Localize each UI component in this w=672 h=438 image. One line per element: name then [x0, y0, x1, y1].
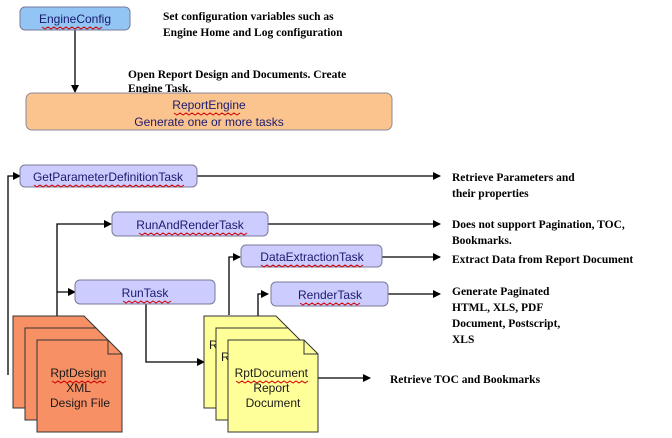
render-task-label: RenderTask: [298, 288, 363, 302]
document-fold: [303, 340, 318, 355]
rpt-design-label: RptDesign XML Design File: [50, 366, 110, 410]
connectors: [7, 30, 441, 382]
render-note: Generate Paginated HTML, XLS, PDF Docume…: [452, 286, 563, 346]
spellcheck-squiggle: [138, 232, 248, 236]
data-extraction-note: Extract Data from Report Document: [452, 254, 633, 266]
rpt-document-label: RptDocument Report Document: [235, 366, 312, 410]
spellcheck-squiggle: [235, 380, 309, 384]
document-shape: [36, 339, 123, 433]
rpt-design-document-stack[interactable]: RptDesign XML Design File: [12, 315, 123, 433]
run-and-render-note: Does not support Pagination, TOC, Bookma…: [452, 219, 628, 247]
report-engine-note: Open Report Design and Documents. Create…: [128, 69, 349, 95]
render-task-box[interactable]: RenderTask: [270, 281, 389, 307]
spellcheck-squiggle: [122, 300, 172, 304]
document-shape: [227, 339, 319, 433]
connector-to-run-and-render-task: [56, 220, 112, 328]
engine-config-label: EngineConfig: [39, 12, 111, 26]
run-and-render-task-label: RunAndRenderTask: [136, 218, 244, 232]
get-parameter-definition-task-label: GetParameterDefinitionTask: [33, 170, 184, 184]
spellcheck-squiggle: [33, 184, 185, 188]
report-engine-box[interactable]: ReportEngine Generate one or more tasks: [25, 92, 393, 131]
get-parameter-definition-task-box[interactable]: GetParameterDefinitionTask: [19, 164, 198, 188]
spellcheck-squiggle: [299, 302, 361, 306]
document-fold: [107, 340, 122, 355]
connector-to-render-task: [257, 290, 269, 320]
connector-run-task-to-report-document: [145, 304, 205, 366]
rpt-document-stack[interactable]: R R RptDocument Report Document: [203, 315, 319, 433]
spellcheck-squiggle: [173, 112, 241, 116]
report-engine-label: ReportEngine: [172, 98, 246, 112]
stack-letter-mid: R: [221, 350, 230, 364]
get-parameter-note: Retrieve Parameters and their properties: [452, 172, 578, 200]
connector-to-data-extraction-task: [228, 253, 241, 315]
engine-config-note: Set configuration variables such as Engi…: [163, 11, 343, 39]
run-task-box[interactable]: RunTask: [74, 279, 216, 305]
data-extraction-task-label: DataExtractionTask: [260, 250, 364, 264]
report-engine-subtitle: Generate one or more tasks: [134, 115, 283, 129]
spellcheck-squiggle: [51, 380, 107, 384]
spellcheck-squiggle: [260, 264, 364, 268]
connector-to-get-param-task: [7, 172, 21, 375]
run-task-label: RunTask: [122, 286, 170, 300]
engine-config-box[interactable]: EngineConfig: [19, 6, 131, 31]
data-extraction-task-box[interactable]: DataExtractionTask: [240, 244, 383, 268]
report-document-note: Retrieve TOC and Bookmarks: [390, 374, 541, 386]
spellcheck-squiggle: [41, 26, 103, 30]
stack-letter-back: R: [209, 338, 218, 352]
run-and-render-task-box[interactable]: RunAndRenderTask: [111, 211, 269, 237]
